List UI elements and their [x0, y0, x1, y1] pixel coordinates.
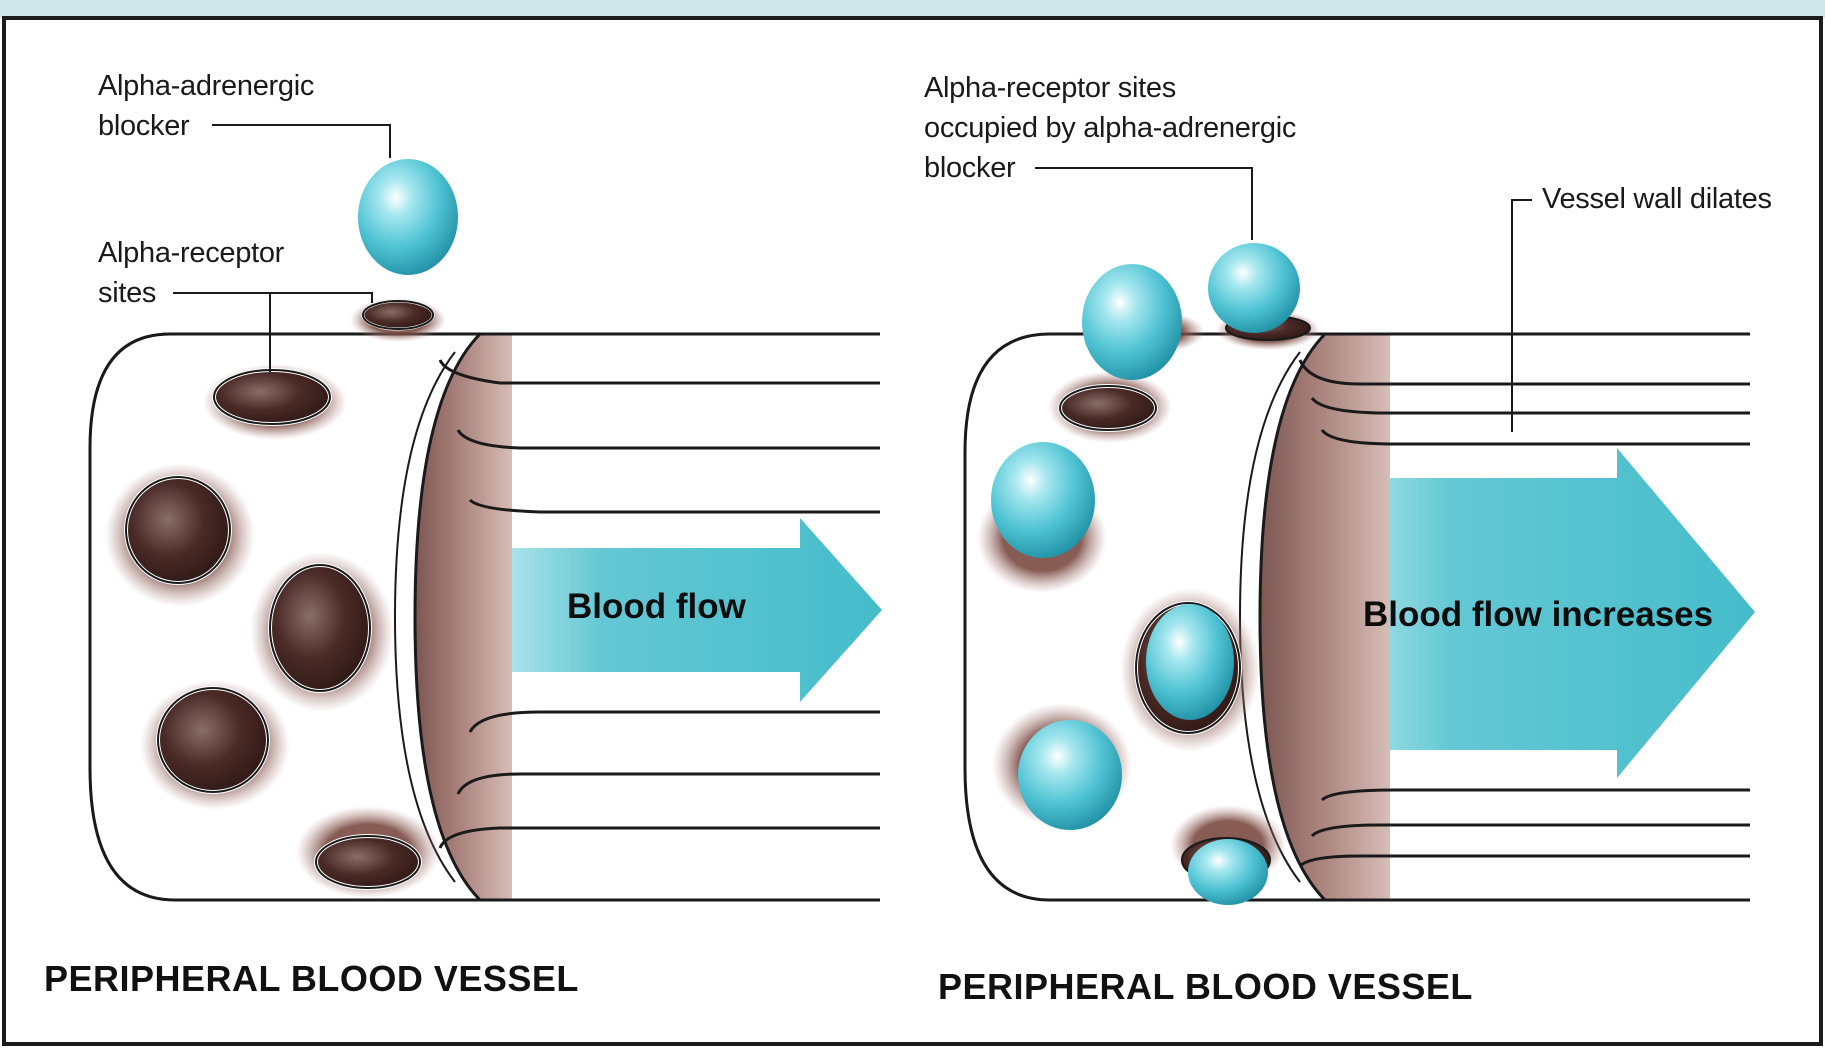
- label-vessel-wall-dilates: Vessel wall dilates: [1542, 179, 1772, 219]
- bound-blocker-molecule: [1146, 604, 1234, 720]
- receptor-site: [203, 364, 347, 440]
- bound-blocker-molecule: [991, 442, 1095, 558]
- bound-blocker-molecule: [1082, 264, 1182, 380]
- receptor-site: [350, 298, 446, 342]
- label-blood-flow: Blood flow: [567, 587, 746, 627]
- caption-left: PERIPHERAL BLOOD VESSEL: [44, 958, 579, 1000]
- receptor-site: [296, 806, 440, 898]
- occupied-receptor-site: [1048, 371, 1172, 443]
- bound-blocker-molecule: [1188, 839, 1268, 905]
- bound-blocker-molecule: [1208, 243, 1300, 333]
- label-occupied-receptor-sites: Alpha-receptor sites occupied by alpha-a…: [924, 68, 1296, 188]
- alpha-blocker-molecule: [358, 159, 458, 275]
- receptor-site: [140, 680, 290, 810]
- receptor-site: [105, 463, 255, 607]
- label-alpha-adrenergic-blocker: Alpha-adrenergic blocker: [98, 66, 314, 146]
- label-blood-flow-increases: Blood flow increases: [1363, 595, 1713, 635]
- bound-blocker-molecule: [1018, 720, 1122, 830]
- caption-right: PERIPHERAL BLOOD VESSEL: [938, 966, 1473, 1008]
- label-alpha-receptor-sites: Alpha-receptor sites: [98, 233, 284, 313]
- receptor-site: [250, 552, 394, 712]
